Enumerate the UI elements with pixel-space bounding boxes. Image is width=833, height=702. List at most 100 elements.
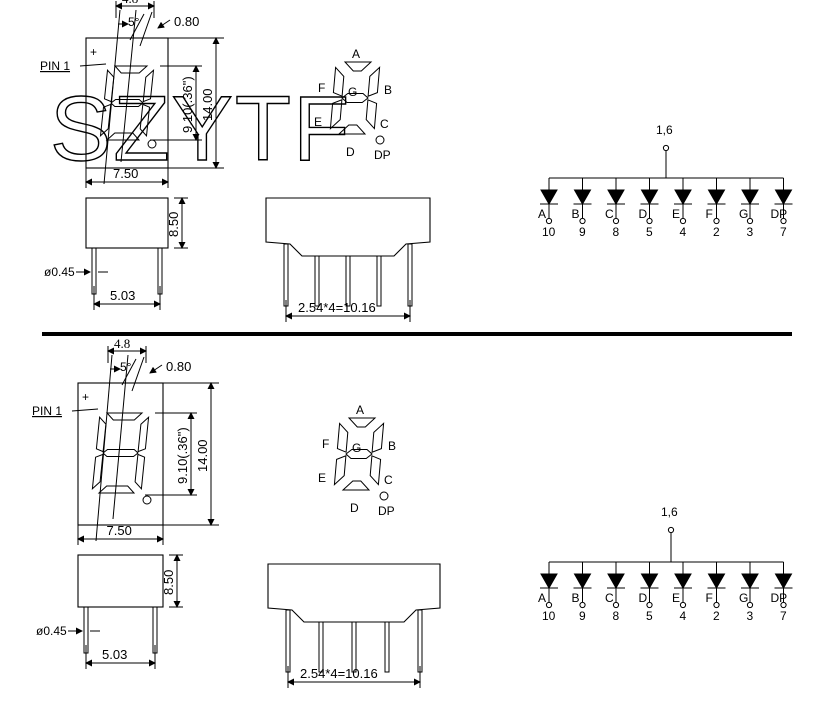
- section-2-pin-node: [545, 601, 553, 609]
- section-1-legend-label-d: D: [346, 145, 355, 159]
- section-1-front-digit-segment-e: [99, 103, 112, 138]
- section-2-diode-segment-8: DP: [771, 591, 788, 605]
- section-1-slant-line: [139, 11, 153, 47]
- section-2-legend-digit-segment-g: [345, 449, 373, 459]
- section-1-dim-digit-height: 9.10(.36"): [180, 76, 195, 133]
- section-1-front-body: [85, 37, 169, 169]
- section-2-legend-label-a: A: [356, 403, 364, 417]
- section-1-legend-dp-dot: [375, 135, 385, 145]
- section-1-bottom-pin: [376, 255, 382, 307]
- section-2-legend-label-e: E: [318, 471, 326, 485]
- section-2-diode-8: [774, 573, 793, 590]
- section-2-front-digit-segment-c: [134, 453, 146, 490]
- section-1-diode-segment-1: A: [538, 207, 546, 221]
- section-2-legend-label-f: F: [322, 437, 329, 451]
- section-2-bottom-pin: [351, 621, 357, 673]
- section-2-slant-line: [112, 354, 129, 520]
- section-2-pin-node: [713, 601, 720, 609]
- section-1-diode-7: [741, 189, 759, 206]
- section-2-stroke-arrow: [149, 364, 163, 374]
- section-2-pin-node: [646, 601, 653, 609]
- section-2-legend-digit-segment-c: [369, 455, 382, 486]
- section-1-common-node: [662, 144, 670, 152]
- section-1-diode-pin-8: 7: [780, 225, 787, 239]
- section-1-dim-pin-diameter: ø0.45: [44, 265, 75, 279]
- section-1-front-digit-segment-a: [113, 65, 149, 74]
- section-1-pin1-leader: [79, 63, 107, 67]
- section-2-diode-segment-7: G: [739, 591, 748, 605]
- section-1-legend-digit-segment-c: [365, 99, 378, 130]
- section-2-dim-pin-pitch: 2.54*4=10.16: [300, 666, 378, 681]
- section-1-diode-segment-2: B: [572, 207, 580, 221]
- section-2-dim-pin-diameter: ø0.45: [36, 624, 67, 638]
- section-1-diode-5: [674, 189, 692, 206]
- section-1-legend-label-b: B: [384, 83, 392, 97]
- section-2-diode-segment-2: B: [572, 591, 580, 605]
- section-2-bottom-pin: [318, 621, 324, 673]
- section-2-common-pins: 1,6: [661, 505, 678, 519]
- section-1-legend-label-dp: DP: [374, 148, 391, 162]
- section-2-front-digit-segment-b: [137, 415, 150, 453]
- section-1-pin-node: [746, 217, 754, 225]
- section-1-diode-pin-7: 3: [747, 225, 754, 239]
- section-1-bottom-pin: [283, 243, 289, 307]
- section-2-diode-pin-8: 7: [780, 609, 787, 623]
- section-1-diode-3: [607, 189, 625, 206]
- section-2-front-digit-segment-e: [91, 453, 104, 491]
- section-1-dim-side-depth: 8.50: [166, 212, 181, 237]
- section-2-diode-7: [741, 573, 759, 590]
- section-1-diode-1: [540, 189, 558, 206]
- section-2-legend-digit-segment-d: [341, 480, 371, 491]
- section-1-diode-segment-6: F: [706, 207, 713, 221]
- section-1-diode-pin-6: 2: [713, 225, 720, 239]
- section-2-pin-node: [679, 601, 687, 609]
- section-1-diode-2: [573, 189, 592, 206]
- section-2-pin-node: [579, 601, 586, 609]
- section-2-bottom-pin: [384, 621, 390, 673]
- section-1-pin-node: [713, 217, 720, 225]
- section-1-legend-digit-segment-f: [332, 66, 345, 97]
- section-2-dim-digit-height: 9.10(.36"): [175, 427, 190, 484]
- section-2-diode-pin-6: 2: [713, 609, 720, 623]
- section-1-legend-label-g: G: [348, 85, 357, 99]
- section-1-slant-line: [103, 9, 121, 185]
- section-1-common-pins: 1,6: [656, 123, 673, 137]
- section-1-dim-pin-spacing-side: 5.03: [110, 288, 135, 303]
- section-2-diode-6: [707, 573, 726, 590]
- section-2-bottom-pin: [417, 609, 423, 673]
- section-2-legend-label-b: B: [388, 439, 396, 453]
- section-1-legend-label-e: E: [314, 115, 322, 129]
- section-1-slant-line: [120, 9, 137, 163]
- section-2-diode-5: [674, 573, 692, 590]
- section-2-legend-digit-segment-a: [347, 417, 377, 428]
- section-1-pin1-label: PIN 1: [40, 59, 70, 73]
- section-2-diode-pin-2: 9: [579, 609, 586, 623]
- section-1-pin-node: [780, 217, 787, 225]
- section-1-diode-segment-8: DP: [771, 207, 788, 221]
- section-1-diode-segment-3: C: [605, 207, 614, 221]
- section-2-dim-angle: 5°: [120, 360, 132, 374]
- section-2-pin-node: [612, 601, 620, 609]
- section-1-legend-digit-segment-g: [341, 93, 369, 103]
- section-2-legend-digit-segment-f: [336, 422, 349, 453]
- section-1-dim-pin-pitch: 2.54*4=10.16: [298, 300, 376, 315]
- section-2-diode-pin-1: 10: [542, 609, 556, 623]
- section-2-diode-segment-6: F: [706, 591, 713, 605]
- section-1-slant-line: [129, 13, 145, 41]
- section-2-common-node: [667, 526, 675, 534]
- section-1-pin-node: [679, 217, 687, 225]
- section-1-diode-pin-5: 4: [680, 225, 687, 239]
- section-2-bottom-pin: [285, 609, 291, 673]
- section-1-legend-digit-segment-e: [329, 99, 343, 130]
- section-1-front-digit-segment-c: [139, 103, 151, 137]
- section-2-bottom-body: [267, 563, 441, 623]
- section-1-diode-segment-4: D: [639, 207, 648, 221]
- section-2-front-digit-segment-g: [102, 449, 139, 457]
- section-2-legend-label-g: G: [352, 441, 361, 455]
- section-2-front-digit-segment-f: [95, 416, 107, 453]
- section-2-dim-pin-spacing-side: 5.03: [102, 647, 127, 662]
- section-2-front-digit-segment-d: [97, 485, 136, 494]
- section-1-diode-8: [774, 189, 793, 206]
- section-1-dim-top-width: 4.8: [122, 0, 138, 6]
